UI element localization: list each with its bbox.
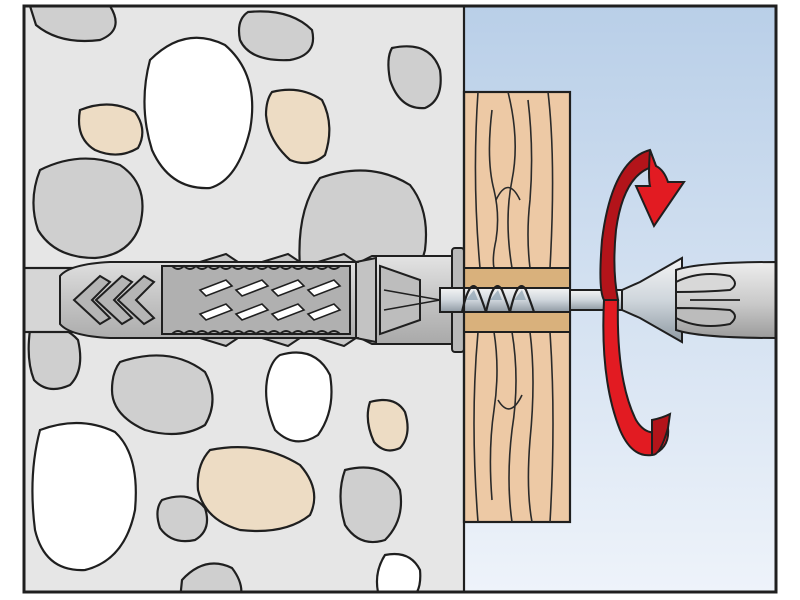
frame-border — [22, 4, 778, 594]
pebble — [31, 421, 137, 572]
pebble — [28, 6, 117, 43]
pebble — [339, 466, 403, 544]
plug-slots — [198, 279, 342, 321]
pebble — [27, 325, 82, 391]
wood-grain — [473, 91, 554, 523]
pebble — [375, 552, 422, 592]
plug-ribs — [161, 265, 351, 335]
pebble — [264, 88, 331, 165]
clockwise-rotation-arrow-icon — [599, 148, 686, 457]
pebble — [110, 354, 214, 436]
screwdriver-bit — [675, 260, 777, 340]
wall-plug — [59, 247, 465, 353]
pebble — [298, 169, 428, 270]
pebble — [143, 36, 254, 190]
screw-head — [621, 256, 683, 344]
plug-tip-chevrons — [72, 274, 156, 326]
pebble — [77, 103, 144, 156]
pebble — [387, 45, 442, 110]
pebble — [366, 398, 409, 452]
pebble — [265, 351, 333, 443]
screw-thread — [460, 285, 536, 313]
pebble — [196, 446, 316, 533]
pebble — [179, 562, 243, 592]
pebble — [237, 10, 315, 62]
pebble — [156, 495, 209, 543]
pebble — [32, 157, 144, 260]
